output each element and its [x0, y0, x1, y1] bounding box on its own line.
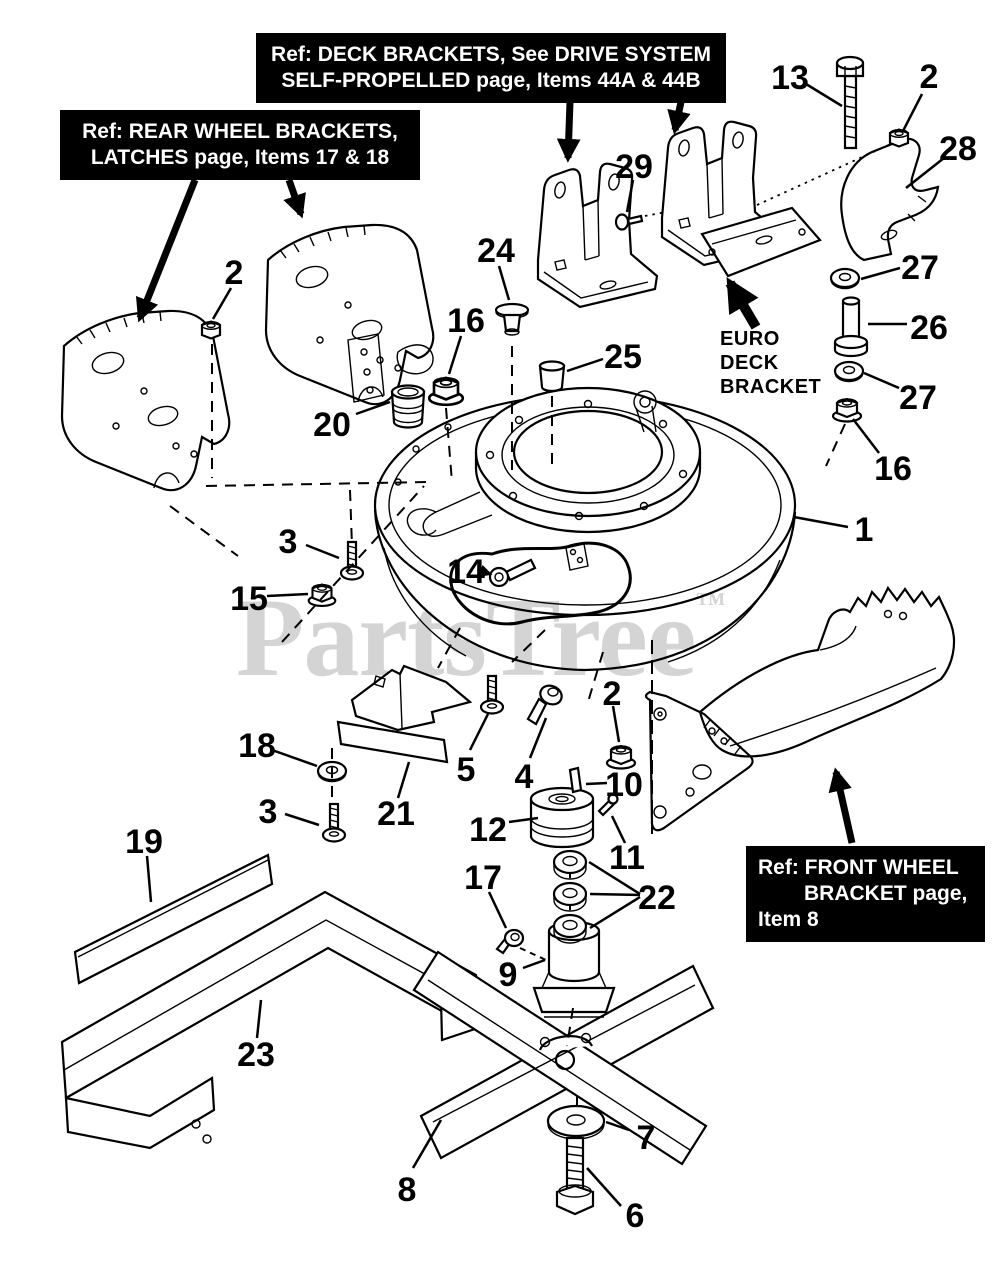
callout-21: 21	[377, 795, 415, 833]
bolt-13	[835, 55, 865, 150]
callout-17: 17	[464, 859, 502, 897]
euro-label-line3: BRACKET	[720, 376, 822, 398]
callout-11: 11	[609, 839, 645, 877]
spacer-26	[833, 296, 869, 358]
callout-6: 6	[626, 1197, 645, 1235]
ref-box-front-wheel-line3: Item 8	[758, 908, 819, 931]
callout-leader-lines	[145, 82, 945, 1207]
cap-25	[538, 360, 566, 393]
callout-24: 24	[477, 232, 515, 270]
callout-1: 1	[855, 511, 874, 549]
bolt-17	[495, 928, 525, 955]
discharge-deflector	[698, 585, 956, 758]
reference-arrows	[135, 101, 856, 844]
bolt-3-lower	[321, 802, 347, 843]
callout-27-upper: 27	[901, 249, 939, 287]
callout-2-mid: 2	[603, 675, 622, 713]
bolt-29	[614, 211, 667, 231]
ref-box-rear-wheel-line2: LATCHES page, Items 17 & 18	[90, 146, 390, 169]
spacers-22	[552, 849, 588, 945]
washer-27-upper	[829, 267, 861, 290]
bracket-21	[336, 664, 473, 764]
callout-29: 29	[615, 148, 653, 186]
ref-box-deck-brackets-line1: Ref: DECK BRACKETS, See DRIVE SYSTEM	[271, 43, 711, 66]
callout-3-mid: 3	[279, 523, 298, 561]
front-bracket-plate	[644, 690, 754, 832]
euro-label-line2: DECK	[720, 352, 779, 374]
callout-9: 9	[499, 956, 518, 994]
nut-2-top-right	[888, 128, 910, 148]
rear-wheel-bracket-right-details	[347, 333, 434, 403]
callout-27-lower: 27	[899, 379, 937, 417]
euro-bracket-base-plate	[700, 206, 822, 278]
mower-deck-housing	[373, 393, 797, 672]
ref-box-front-wheel-line2: BRACKET page,	[804, 882, 968, 905]
bolt-14	[488, 558, 537, 588]
callout-16-right: 16	[874, 450, 912, 488]
pin-11	[597, 793, 619, 817]
nut-16-right	[831, 397, 863, 423]
deck-blower-ring	[406, 386, 702, 626]
callout-23: 23	[237, 1036, 275, 1074]
rear-wheel-bracket-right	[264, 223, 435, 406]
rear-baffle-23	[60, 890, 480, 1150]
nut-16-left	[427, 376, 465, 407]
callout-7: 7	[637, 1119, 656, 1157]
nut-2-left	[200, 320, 222, 340]
callout-13: 13	[771, 59, 809, 97]
rear-bracket-arrow-right	[283, 178, 306, 219]
blade-washer-7	[546, 1104, 606, 1140]
plug-20	[390, 384, 426, 429]
callout-12: 12	[469, 811, 507, 849]
deck-bracket-arrow-right	[667, 101, 691, 135]
callout-numbers: 13 2 28 29 27 26 27 16 24 16 25 2 20 1 3…	[125, 58, 977, 1235]
front-bracket-arrow	[828, 767, 856, 844]
bolt-5	[479, 674, 505, 715]
trim-strip-19	[73, 853, 274, 985]
ref-box-deck-brackets: Ref: DECK BRACKETS, See DRIVE SYSTEM SEL…	[256, 33, 726, 103]
callout-25: 25	[604, 338, 642, 376]
bracket-28	[840, 137, 940, 262]
callout-20: 20	[313, 406, 351, 444]
bolt-4	[526, 684, 563, 726]
callout-15: 15	[230, 580, 268, 618]
callout-14: 14	[447, 553, 485, 591]
rear-wheel-bracket-left	[60, 309, 231, 492]
rear-bracket-arrow-left	[135, 178, 199, 323]
callout-5: 5	[457, 751, 476, 789]
callout-28: 28	[939, 130, 977, 168]
callout-8: 8	[398, 1171, 417, 1209]
euro-label-line1: EURO	[720, 328, 780, 350]
callout-18: 18	[238, 727, 276, 765]
assembly-dashed-lines	[169, 142, 894, 1112]
blade-8	[412, 950, 715, 1166]
washer-27-lower	[833, 360, 865, 383]
ref-box-deck-brackets-line2: SELF-PROPELLED page, Items 44A & 44B	[281, 69, 701, 92]
ref-box-front-wheel-bracket: Ref: FRONT WHEEL BRACKET page, Item 8	[746, 846, 985, 942]
ref-box-rear-wheel-brackets: Ref: REAR WHEEL BRACKETS, LATCHES page, …	[60, 110, 420, 180]
callout-2-top-right: 2	[920, 58, 939, 96]
euro-deck-bracket-label: EURO DECK BRACKET	[720, 327, 821, 399]
bolt-3-mid	[339, 540, 365, 581]
ref-box-rear-wheel-line1: Ref: REAR WHEEL BRACKETS,	[82, 120, 398, 143]
callout-19: 19	[125, 823, 163, 861]
callout-2-left: 2	[225, 254, 244, 292]
callout-16-left: 16	[447, 302, 485, 340]
deck-reinforcement-outline	[449, 541, 632, 626]
callout-3-lower: 3	[259, 793, 278, 831]
pulley-12	[529, 786, 595, 849]
blade-bolt-6	[555, 1136, 595, 1216]
callout-26: 26	[910, 309, 948, 347]
key-10	[568, 766, 583, 794]
nut-15	[307, 583, 337, 607]
callout-4: 4	[515, 758, 534, 796]
plug-24	[494, 302, 530, 336]
callout-22: 22	[638, 879, 676, 917]
euro-bracket-arrow	[725, 277, 761, 330]
ref-box-front-wheel-line1: Ref: FRONT WHEEL	[758, 856, 959, 879]
callout-10: 10	[605, 766, 643, 804]
deck-bracket-arrow-left	[556, 101, 581, 163]
